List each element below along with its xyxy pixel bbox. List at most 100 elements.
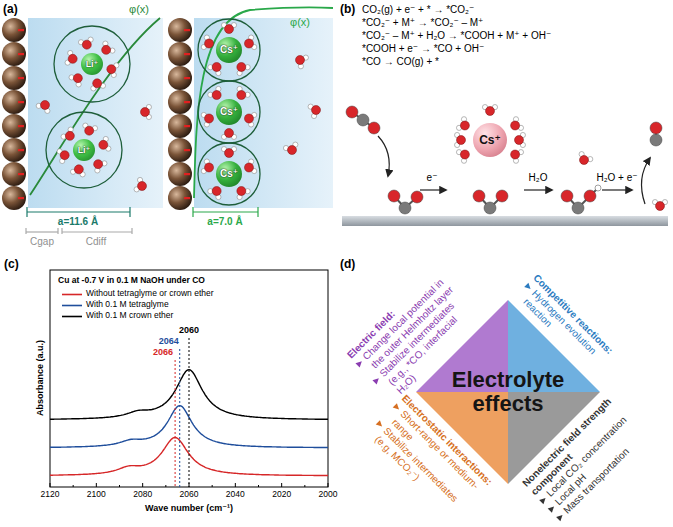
negative-charge: [184, 149, 190, 151]
axis-tick: [119, 485, 120, 487]
dimension-line: [129, 207, 130, 217]
electrode-atom: [168, 114, 192, 138]
tick-label: 2020: [272, 490, 291, 500]
oxygen-atom: [205, 114, 214, 123]
bullet-arrow: [373, 375, 381, 383]
dimension-label: a=11.6 Å: [58, 216, 98, 228]
oxygen-atom: [85, 126, 94, 135]
capacitance-label: Cdiff: [86, 236, 106, 248]
electrode-atom: [2, 90, 26, 114]
diamond-title: Electrolyte effects: [416, 368, 600, 416]
capacitance-bracket: [57, 228, 58, 234]
negative-charge: [184, 101, 190, 103]
panel-letter: (c): [4, 258, 19, 272]
bullet-arrow: [376, 419, 384, 427]
dimension-label: a=7.0 Å: [207, 216, 242, 228]
negative-charge: [18, 101, 24, 103]
atom: [561, 190, 573, 202]
cation-label: Li⁺: [78, 146, 91, 155]
oxygen-atom: [457, 136, 466, 145]
reaction-equation: *CO₂⁻ – M⁺ + H₂O → *COOH + M⁺ + OH⁻: [362, 30, 551, 42]
electrode-atom: [2, 66, 26, 90]
oxygen-atom: [460, 121, 469, 130]
axis-tick: [142, 483, 143, 487]
panel-a-illustration: [2, 7, 333, 234]
bullet-arrow: [525, 282, 533, 290]
reaction-equation: *CO₂⁻ + M⁺ → *CO₂⁻ – M⁺: [362, 17, 483, 29]
atom: [572, 202, 584, 214]
atom: [584, 190, 596, 202]
cation-sphere: Cs⁺: [216, 99, 242, 125]
oxygen-atom: [312, 106, 321, 115]
capacitance-bracket: [26, 231, 58, 232]
panel-letter: (d): [340, 258, 355, 272]
negative-charge: [18, 149, 24, 151]
atom: [346, 106, 358, 118]
oxygen-atom: [580, 156, 589, 165]
cation-sphere: Li⁺: [81, 53, 103, 75]
oxygen-atom: [244, 163, 253, 172]
oxygen-atom: [205, 39, 214, 48]
electrode-atom: [2, 18, 26, 42]
atom: [496, 190, 508, 202]
axis-tick: [258, 485, 259, 487]
axis-tick: [304, 485, 305, 487]
panel-b-illustration: [342, 105, 668, 226]
oxygen-atom: [68, 54, 77, 63]
atom: [484, 202, 496, 214]
cation-sphere: Li⁺: [73, 139, 95, 161]
oxygen-atom: [460, 150, 469, 159]
reaction-arrow: [602, 189, 632, 190]
legend-line: [62, 294, 82, 296]
panel-c-chart: [50, 270, 328, 487]
cation-label: Cs⁺: [479, 134, 501, 146]
catalyst-surface: [342, 216, 668, 226]
tick-label: 2060: [180, 490, 199, 500]
dimension-line: [192, 207, 193, 217]
oxygen-atom: [82, 40, 91, 49]
electrode-atom: [168, 42, 192, 66]
oxygen-atom: [656, 202, 665, 211]
potential-curve: [30, 18, 160, 195]
peak-label: 2064: [159, 336, 179, 346]
negative-charge: [18, 77, 24, 79]
electrode-atom: [2, 42, 26, 66]
hydration-shell: [198, 143, 260, 205]
oxygen-atom: [244, 114, 253, 123]
atom: [650, 122, 662, 134]
axis-tick: [212, 485, 213, 487]
reaction-equation: CO₂(g) + e⁻ + * → *CO₂⁻: [362, 4, 474, 16]
capacitance-bracket: [61, 228, 62, 234]
panel-letter: (a): [3, 3, 18, 17]
oxygen-atom: [511, 150, 520, 159]
legend-text: With 0.1 M crown ether: [86, 311, 173, 321]
peak-label: 2066: [153, 347, 173, 357]
bullet-arrow: [547, 504, 555, 512]
electrode-atom: [168, 90, 192, 114]
oxygen-atom: [74, 165, 83, 174]
bullet-arrow: [393, 402, 401, 410]
oxygen-atom: [102, 45, 111, 54]
legend-text: With 0.1 M tetraglyme: [86, 300, 169, 310]
atom: [411, 191, 423, 203]
atom: [650, 134, 662, 146]
axis-tick: [235, 483, 236, 487]
panel-letter: (b): [340, 3, 355, 17]
desorption-arrow: [641, 158, 650, 204]
electrode-atom: [2, 114, 26, 138]
electrode-atom: [2, 162, 26, 186]
negative-charge: [184, 125, 190, 127]
negative-charge: [18, 29, 24, 31]
oxygen-atom: [244, 39, 253, 48]
step-label: H₂O + e⁻: [596, 172, 637, 184]
tick-label: 2000: [319, 490, 338, 500]
atom: [357, 114, 369, 126]
axis-title: Wave number (cm⁻¹): [145, 503, 233, 513]
chart-title: Cu at -0.7 V in 0.1 M NaOH under CO: [58, 276, 205, 286]
oxygen-atom: [205, 163, 214, 172]
dimension-line: [257, 207, 258, 217]
step-label: e⁻: [427, 172, 438, 184]
axis-tick: [73, 485, 74, 487]
reaction-equation: *CO → CO(g) + *: [362, 56, 439, 68]
negative-charge: [184, 173, 190, 175]
